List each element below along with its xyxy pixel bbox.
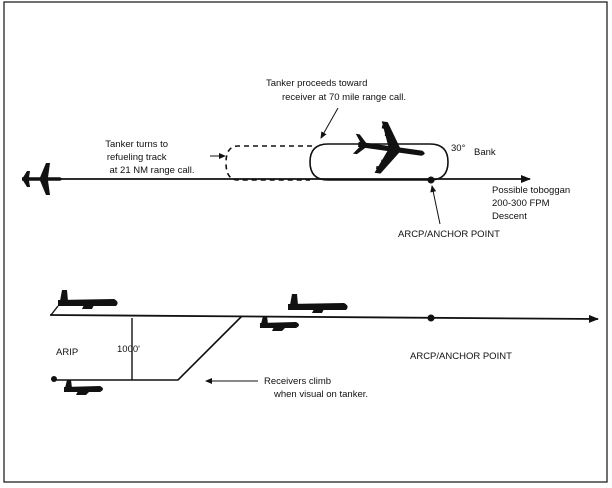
receiver-aircraft-icon [22, 163, 62, 195]
top-anchor-point-dot [427, 176, 435, 184]
toboggan-label: Possible toboggan 200-300 FPM Descent [492, 185, 573, 222]
tanker-side-icon-2 [288, 294, 348, 313]
tanker-turn-dashed-path [225, 145, 312, 181]
bottom-diagram: 1000' ARIP ARCP/ANCHOR POINT Receivers c… [49, 290, 599, 400]
receiver-climb-path [54, 315, 243, 381]
tanker-side-icon [50, 290, 118, 316]
receivers-climb-label: Receivers climb when visual on tanker. [264, 376, 368, 400]
receiver-side-icon-2 [64, 380, 103, 395]
bottom-anchor-point-dot [427, 314, 435, 322]
tanker-turns-label: Tanker turns to refueling track at 21 NM… [105, 139, 194, 176]
tanker-altitude-line [49, 314, 599, 323]
tanker-proceeds-pointer [320, 107, 339, 139]
receiver-side-icon [260, 316, 299, 331]
top-diagram: Tanker turns to refueling track at 21 NM… [22, 78, 573, 240]
arip-label: ARIP [56, 347, 78, 358]
arip-point-dot [51, 376, 57, 382]
bank-label: Bank [474, 147, 496, 158]
top-anchor-label: ARCP/ANCHOR POINT [398, 229, 500, 240]
bottom-anchor-label: ARCP/ANCHOR POINT [410, 351, 512, 362]
altitude-label: 1000' [117, 344, 140, 355]
top-anchor-pointer [430, 185, 441, 225]
tanker-proceeds-label: Tanker proceeds toward receiver at 70 mi… [266, 78, 406, 103]
tanker-aircraft-icon [352, 121, 425, 174]
page-border [3, 1, 608, 483]
bank-degree-label: 30° [451, 143, 466, 154]
